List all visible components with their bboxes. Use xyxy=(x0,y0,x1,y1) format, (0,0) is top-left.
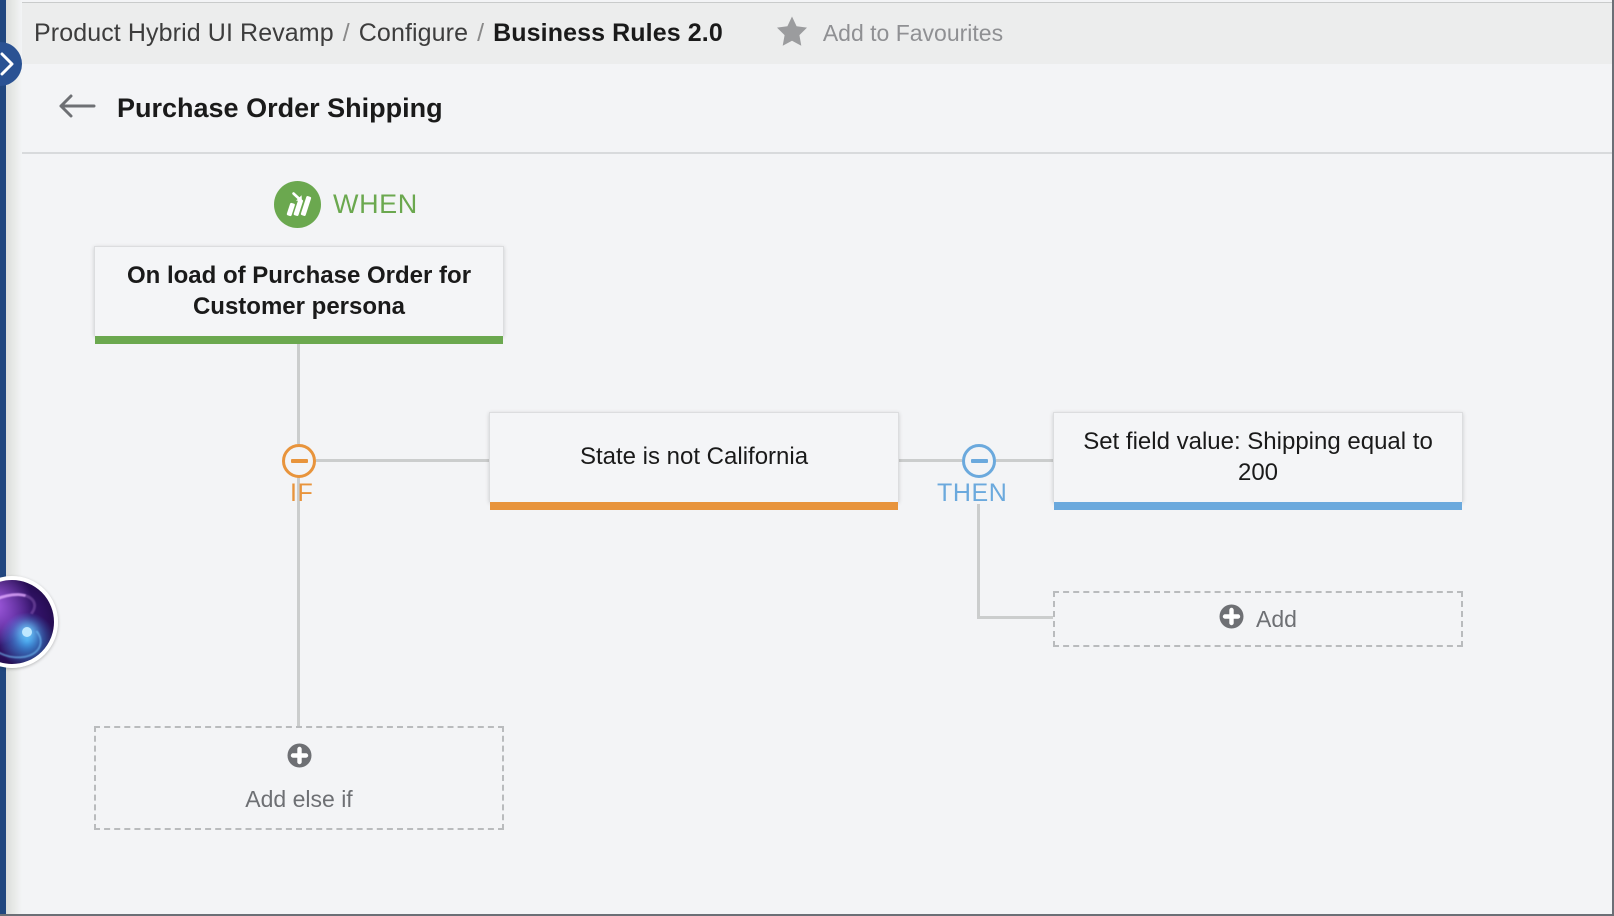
then-label: THEN xyxy=(937,479,1008,507)
arrow-left-icon[interactable] xyxy=(58,93,96,124)
plus-circle-icon xyxy=(1219,604,1244,634)
minus-circle-icon xyxy=(970,459,988,463)
when-accent-bar xyxy=(95,336,503,344)
left-gutter xyxy=(6,0,22,914)
expand-sidebar-button[interactable] xyxy=(0,42,22,86)
connector-if-to-condition xyxy=(316,459,489,462)
condition-text: State is not California xyxy=(579,443,809,471)
when-trigger-text: On load of Purchase Order for Customer p… xyxy=(126,261,472,320)
when-badge: WHEN xyxy=(274,181,418,228)
connector-condition-to-then xyxy=(899,459,962,462)
then-collapse-toggle[interactable] xyxy=(962,444,996,478)
action-card[interactable]: Set field value: Shipping equal to 200 xyxy=(1053,412,1463,510)
condition-card[interactable]: State is not California xyxy=(489,412,899,510)
breadcrumb-item-configure[interactable]: Configure xyxy=(358,19,469,47)
add-else-if-label: Add else if xyxy=(245,786,353,812)
orb-spark-decoration xyxy=(22,627,33,638)
header-divider xyxy=(22,152,1612,154)
connector-when-to-if xyxy=(297,336,300,444)
minus-circle-icon xyxy=(290,459,308,463)
add-else-if-button[interactable]: Add else if xyxy=(94,726,504,830)
action-text: Set field value: Shipping equal to 200 xyxy=(1083,427,1433,486)
chevron-right-icon xyxy=(0,52,15,76)
connector-if-to-else-if xyxy=(297,476,300,728)
action-accent-bar xyxy=(1054,502,1462,510)
breadcrumb-separator-2: / xyxy=(477,19,485,47)
on-load-trigger-icon[interactable] xyxy=(274,181,321,228)
add-to-favourites-button[interactable]: Add to Favourites xyxy=(775,15,1003,53)
star-icon xyxy=(775,15,809,53)
add-to-favourites-label: Add to Favourites xyxy=(822,20,1004,46)
condition-accent-bar xyxy=(490,502,898,510)
page-title: Purchase Order Shipping xyxy=(117,93,443,123)
add-action-label: Add xyxy=(1256,605,1297,632)
connector-then-to-add xyxy=(977,616,1055,619)
breadcrumb-item-product[interactable]: Product Hybrid UI Revamp xyxy=(34,19,334,47)
when-trigger-card[interactable]: On load of Purchase Order for Customer p… xyxy=(94,246,504,344)
when-label: WHEN xyxy=(333,189,418,219)
breadcrumb-separator-1: / xyxy=(342,19,350,47)
connector-then-down xyxy=(977,504,980,619)
if-label: IF xyxy=(290,479,314,507)
breadcrumb-item-business-rules: Business Rules 2.0 xyxy=(493,19,723,47)
add-action-button[interactable]: Add xyxy=(1053,591,1463,647)
if-collapse-toggle[interactable] xyxy=(282,444,316,478)
plus-circle-icon xyxy=(287,743,312,773)
connector-then-to-action xyxy=(996,459,1053,462)
left-nav-rail xyxy=(0,0,6,914)
rule-flow-canvas: WHEN On load of Purchase Order for Custo… xyxy=(22,154,1612,914)
breadcrumb: Product Hybrid UI Revamp / Configure / B… xyxy=(22,2,1612,64)
page-header: Purchase Order Shipping xyxy=(22,64,1612,153)
orb-swirl-decoration-2 xyxy=(0,613,46,663)
